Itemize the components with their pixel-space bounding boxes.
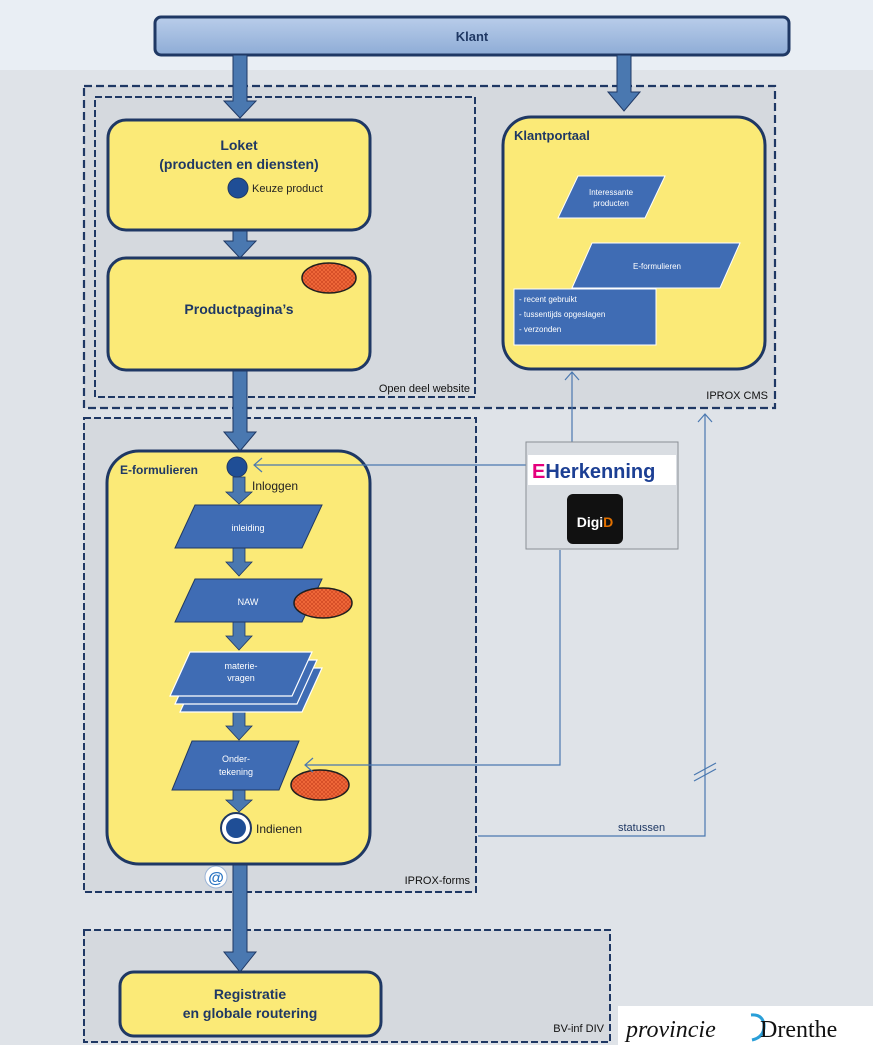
connector-auth-ondertekening (305, 550, 561, 766)
arrow-klant-klantportaal (606, 54, 642, 112)
materievragen-step (169, 651, 323, 713)
break-mark (693, 762, 717, 776)
email-icon (204, 865, 228, 889)
break-mark (693, 768, 717, 782)
drenthe-word: Drenthe (760, 1017, 837, 1043)
klant-label: Klant (456, 29, 489, 44)
iprox-forms-label: IPROX-forms (405, 875, 471, 887)
statussen-label: statussen (618, 822, 665, 834)
eformulieren-title: E-formulieren (120, 463, 198, 477)
registratie-box (118, 970, 383, 1038)
materievragen-line2: vragen (227, 673, 255, 683)
ondertekening-line1: Onder- (222, 754, 250, 764)
red-marker-productpaginas (301, 262, 357, 294)
registratie-line2: en globale routering (183, 1005, 318, 1021)
naw-label: NAW (238, 597, 259, 607)
ondertekening-step (171, 740, 300, 791)
keuze-product-node (227, 177, 249, 199)
klantportaal-title: Klantportaal (514, 128, 590, 143)
interessante-line2: producten (593, 199, 629, 208)
arrow-step (225, 547, 253, 577)
email-icon-glyph: @ (208, 870, 224, 887)
bv-inf-label: BV-inf DIV (553, 1023, 604, 1035)
arrowhead (564, 371, 580, 381)
digid-logo (567, 494, 623, 544)
naw-step (174, 578, 323, 623)
loket-title: Loket (220, 137, 258, 153)
keuze-product-label: Keuze product (252, 183, 323, 195)
arrow-step (224, 476, 254, 505)
iprox-cms-label: IPROX CMS (706, 390, 768, 402)
inloggen-label: Inloggen (252, 479, 298, 493)
eherkenning-logo (528, 455, 676, 485)
inloggen-node (226, 456, 248, 478)
main-flow-arrows (222, 54, 642, 973)
connector-statussen (478, 414, 706, 837)
interessante-producten-shape (557, 175, 666, 219)
red-marker-ondertekening (290, 769, 350, 801)
digid-text: DigiD (577, 514, 614, 530)
arrowhead (697, 413, 713, 423)
ondertekening-line2: tekening (219, 767, 253, 777)
klantportaal-list-box (513, 288, 657, 346)
productpaginas-label: Productpagina’s (184, 301, 293, 317)
arrowhead (253, 457, 263, 473)
klantportaal-eformulieren-label: E-formulieren (633, 262, 681, 271)
arrow-step (225, 711, 253, 741)
klantportaal-list-item: - verzonden (519, 325, 561, 334)
arrow-klant-loket (222, 54, 258, 119)
drenthe-mark (750, 1013, 766, 1042)
provincie-logo (618, 1006, 873, 1045)
klantportaal-eformulieren-shape (571, 242, 741, 289)
arrow-step (224, 789, 254, 813)
arrow-step (225, 621, 253, 651)
registratie-line1: Registratie (214, 986, 287, 1002)
klantportaal-list-item: - tussentijds opgeslagen (519, 310, 605, 319)
materievragen-line1: materie- (224, 661, 257, 671)
loket-box (106, 118, 372, 232)
eherkenning-text: EHerkenning (532, 461, 655, 483)
inleiding-step (174, 504, 323, 549)
indienen-end-inner (226, 818, 246, 838)
loket-subtitle: (producten en diensten) (159, 156, 318, 172)
red-marker-naw (293, 587, 353, 619)
inleiding-label: inleiding (231, 523, 264, 533)
open-deel-label: Open deel website (379, 383, 470, 395)
indienen-label: Indienen (256, 822, 302, 836)
klantportaal-list-item: - recent gebruikt (519, 295, 578, 304)
provincie-word: provincie (624, 1017, 716, 1043)
eform-step-arrows (224, 476, 254, 813)
klant-bar (153, 15, 791, 57)
arrow-eformulieren-registratie (222, 863, 258, 973)
productpaginas-box (106, 256, 372, 372)
arrow-productpaginas-eformulieren (222, 369, 258, 452)
arrow-loket-productpaginas (222, 229, 258, 259)
interessante-line1: Interessante (589, 188, 634, 197)
arrowhead (304, 757, 314, 773)
auth-connectors (253, 371, 717, 837)
